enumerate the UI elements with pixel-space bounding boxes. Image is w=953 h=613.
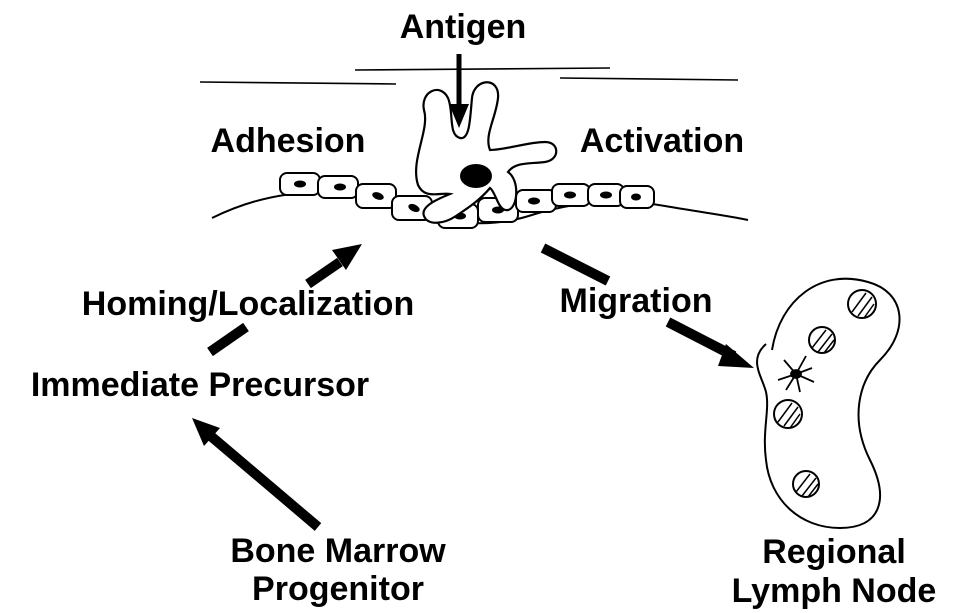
lymph-node [757, 279, 899, 528]
adhesion-label: Adhesion [211, 122, 366, 160]
antigen-label: Antigen [400, 8, 527, 46]
precursor-to-homing-arrow [210, 327, 246, 352]
bone-marrow-label: Bone Marrow [230, 532, 446, 570]
epithelial-surface-lines [200, 68, 738, 84]
progenitor-label: Progenitor [252, 570, 424, 608]
immediate-precursor-label: Immediate Precursor [31, 366, 369, 404]
progenitor-to-precursor-arrow [192, 418, 318, 527]
regional-label: Regional [762, 533, 906, 571]
homing-arrow [308, 244, 362, 284]
homing-localization-label: Homing/Localization [82, 285, 414, 323]
lymph-node-label: Lymph Node [732, 572, 937, 610]
migration-arrow-lower [668, 322, 754, 368]
dendritic-cell-nucleus [460, 164, 492, 188]
migration-label: Migration [560, 282, 713, 320]
migration-arrow-upper [543, 248, 608, 281]
activation-label: Activation [580, 122, 744, 160]
